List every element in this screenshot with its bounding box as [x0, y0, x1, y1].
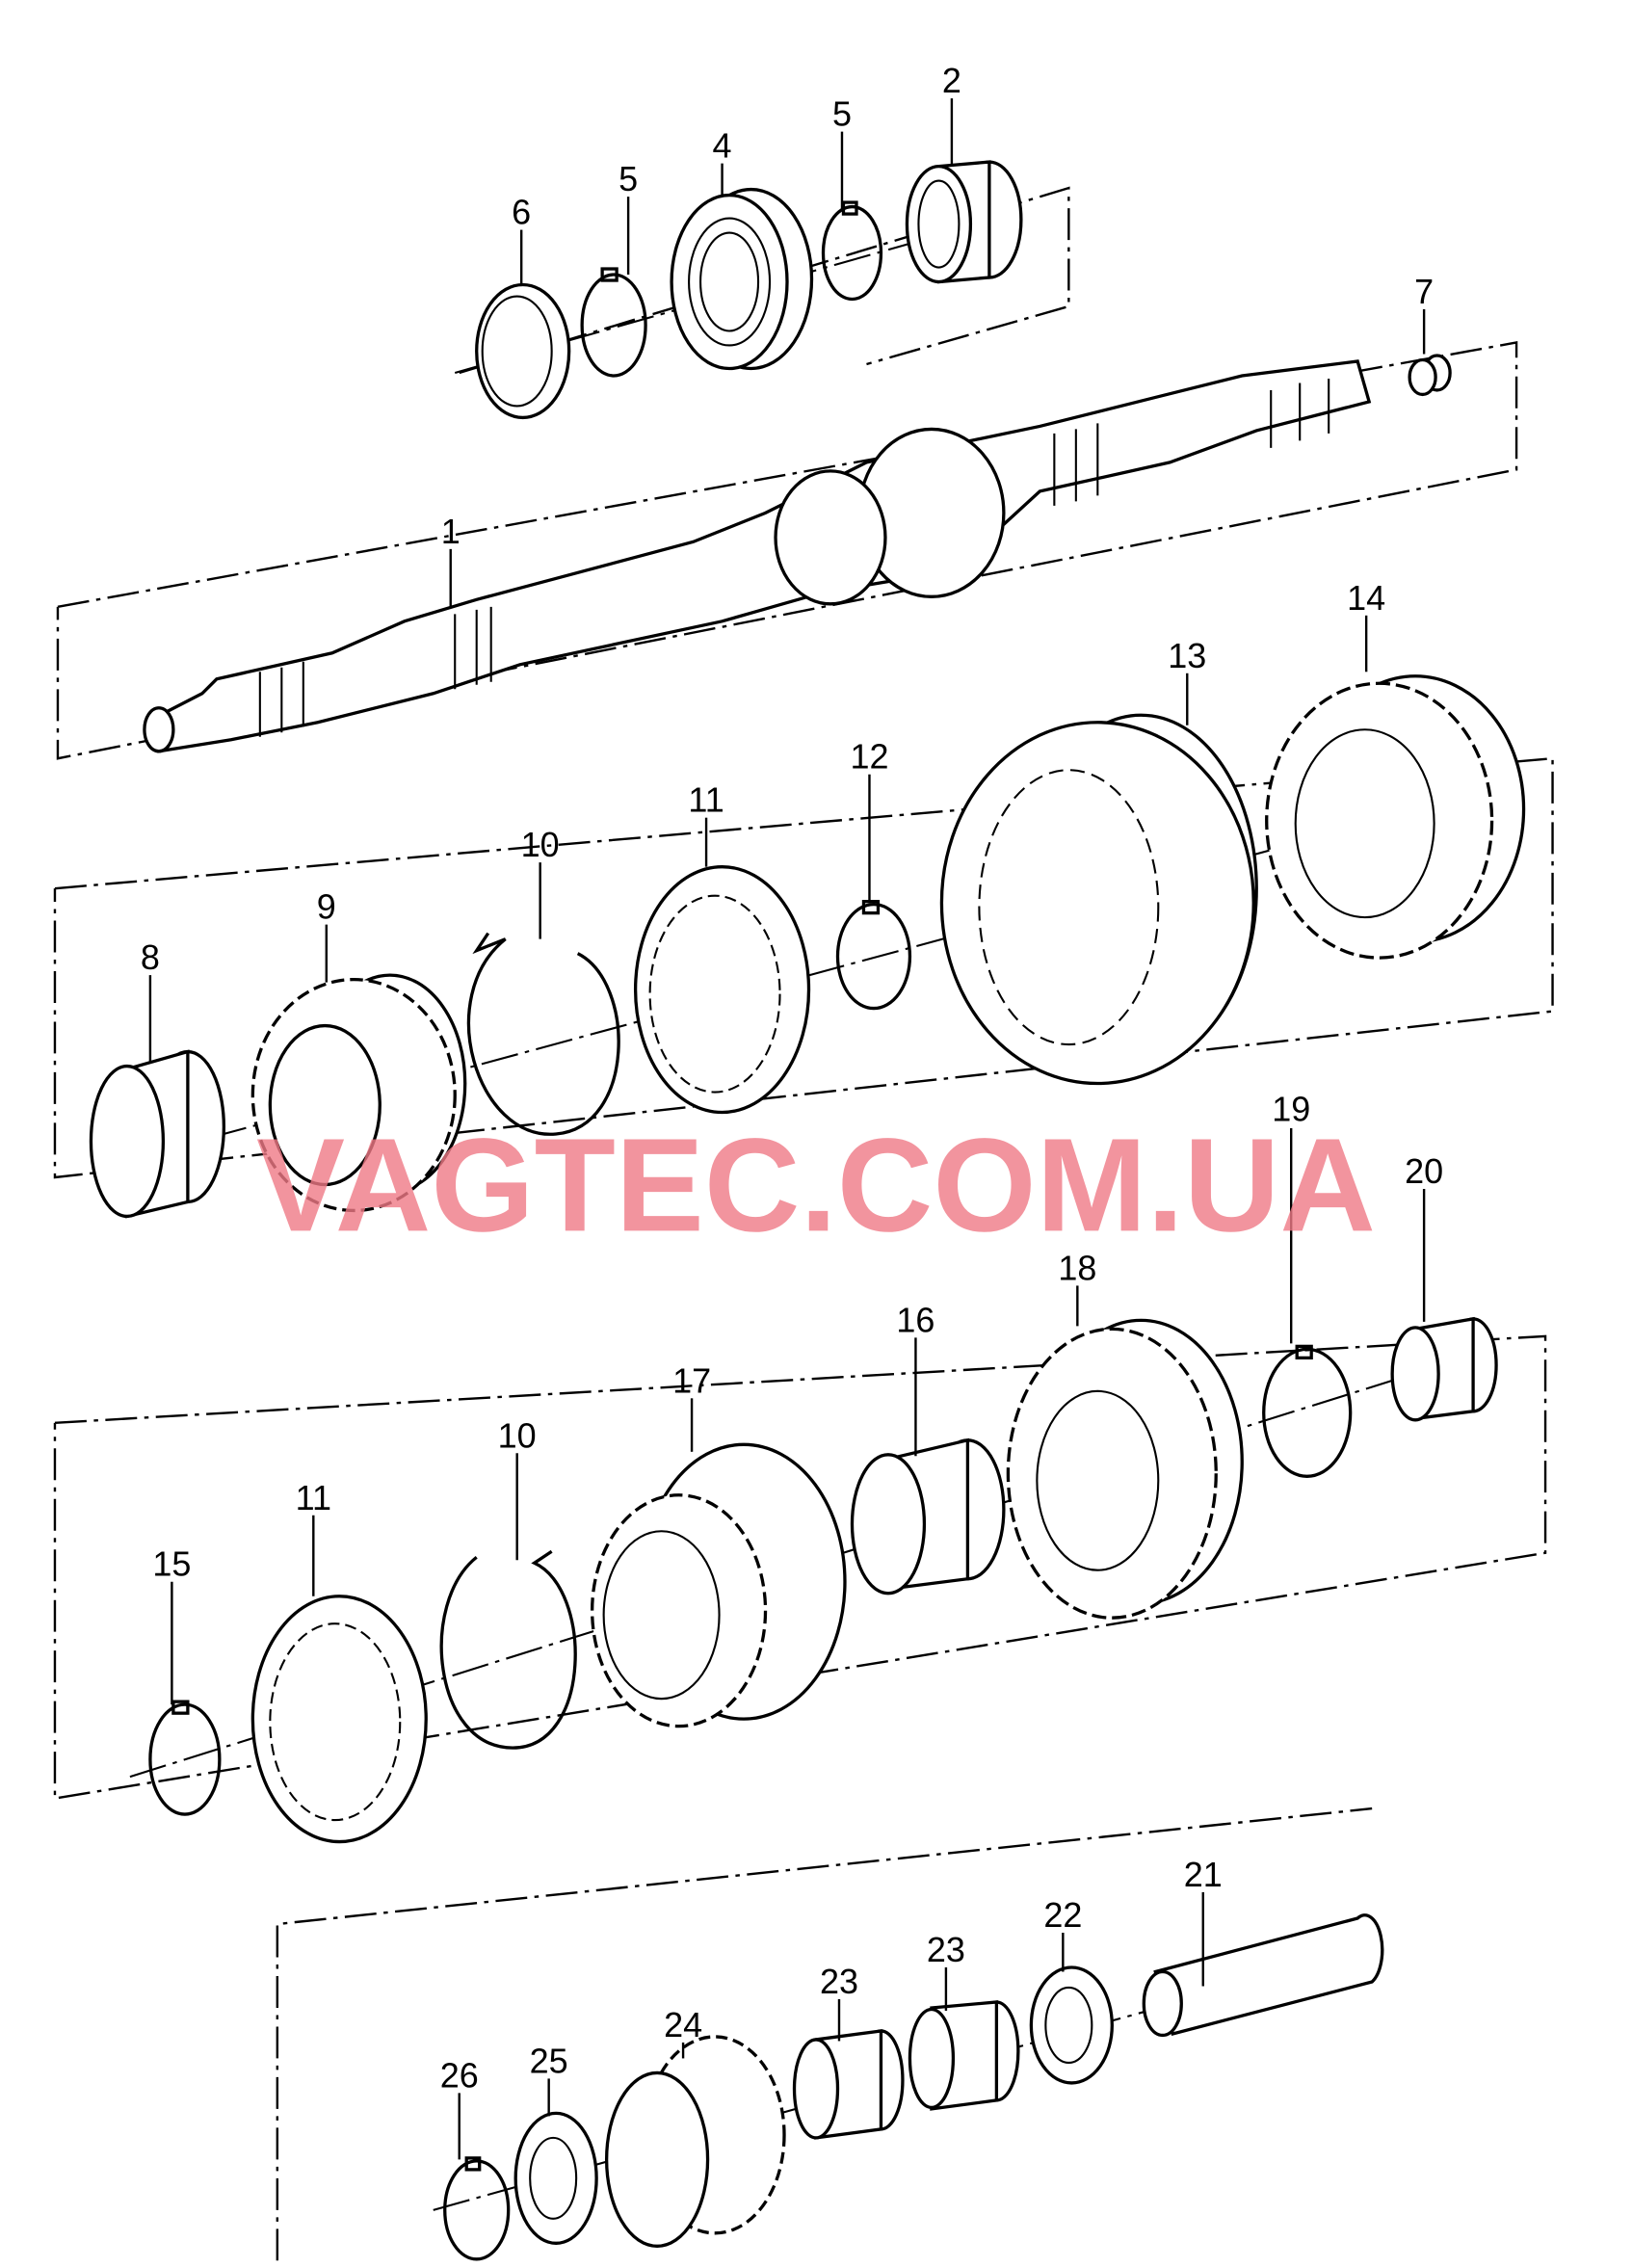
part-22-thrust-washer[interactable] [1029, 1965, 1114, 2085]
part-label: 1 [441, 512, 461, 551]
part-label: 11 [296, 1478, 331, 1517]
part-label: 26 [440, 2055, 479, 2095]
part-label: 10 [498, 1415, 537, 1455]
part-18-gear[interactable] [1006, 1318, 1244, 1620]
part-label: 23 [820, 1962, 858, 2001]
part-24-reverse-gear[interactable] [604, 2035, 786, 2248]
part-label: 23 [927, 1930, 965, 1969]
part-label: 2 [942, 61, 961, 100]
part-21-reverse-shaft[interactable] [1142, 1913, 1384, 2038]
part-label: 16 [896, 1300, 934, 1339]
part-label: 10 [521, 825, 560, 864]
part-label: 21 [1184, 1855, 1223, 1894]
part-19-circlip[interactable] [1262, 1344, 1353, 1478]
part-15-circlip[interactable] [148, 1700, 222, 1816]
part-23-needle-bearing[interactable] [792, 2029, 905, 2140]
part-1-input-shaft[interactable] [143, 359, 1372, 753]
part-10-synchro-spring[interactable] [439, 1549, 577, 1750]
part-17-gear[interactable] [590, 1442, 847, 1728]
part-12-circlip[interactable] [835, 899, 912, 1011]
part-label: 18 [1058, 1248, 1096, 1287]
part-10-synchro-spring[interactable] [466, 932, 620, 1136]
part-label: 12 [850, 737, 888, 777]
part-label: 9 [317, 887, 336, 927]
part-label: 7 [1414, 272, 1434, 311]
part-label: 15 [152, 1544, 191, 1584]
part-label: 19 [1272, 1090, 1310, 1129]
part-label: 17 [672, 1360, 711, 1400]
part-label: 13 [1168, 636, 1206, 675]
part-label: 24 [664, 2005, 702, 2044]
part-label: 25 [530, 2041, 568, 2080]
part-label: 20 [1405, 1151, 1443, 1191]
part-26-circlip[interactable] [443, 2156, 511, 2261]
part-20-bearing-race[interactable] [1390, 1316, 1498, 1422]
part-16-needle-bearing[interactable] [850, 1437, 1006, 1596]
part-label: 22 [1043, 1895, 1082, 1935]
part-5-circlip[interactable] [821, 200, 883, 302]
part-25-thrust-washer[interactable] [513, 2111, 598, 2245]
part-5-circlip[interactable] [580, 267, 647, 378]
part-4-ball-bearing[interactable] [670, 187, 814, 371]
part-11-synchro-ring[interactable] [250, 1595, 428, 1844]
part-label: 11 [688, 780, 724, 820]
part-13-sliding-sleeve[interactable] [939, 713, 1258, 1086]
part-6-washer[interactable] [475, 282, 571, 420]
part-label: 14 [1347, 578, 1385, 618]
part-label: 4 [713, 126, 732, 166]
watermark: VAGTEC.COM.UA [256, 1111, 1376, 1259]
part-8-needle-bearing[interactable] [89, 1049, 226, 1219]
part-label: 8 [141, 937, 160, 977]
part-11-synchro-ring[interactable] [633, 865, 811, 1115]
part-label: 6 [512, 193, 531, 232]
group-box-gears-lower [53, 1334, 1547, 1801]
leader-lines [148, 98, 1426, 2160]
part-label: 5 [832, 94, 852, 134]
part-2-needle-bearing[interactable] [905, 160, 1023, 284]
part-9-gear[interactable] [250, 973, 467, 1213]
part-7-sleeve[interactable] [1408, 354, 1452, 397]
part-23-needle-bearing[interactable] [908, 2000, 1020, 2111]
group-box-reverse [276, 1806, 1373, 2261]
part-label: 5 [619, 159, 638, 198]
part-14-gear[interactable] [1265, 674, 1526, 960]
